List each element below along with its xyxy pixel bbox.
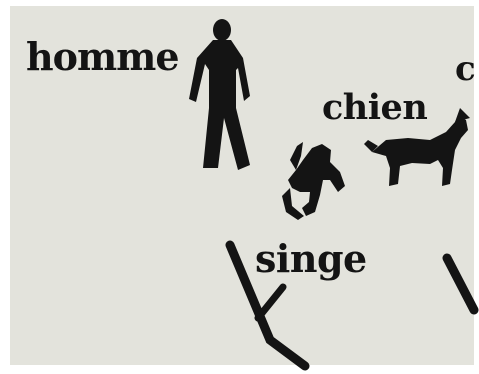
label-cut-off: c <box>455 52 476 86</box>
branch-right <box>447 258 474 310</box>
label-monkey: singe <box>255 240 367 278</box>
human-silhouette-icon <box>189 19 250 170</box>
label-human: homme <box>26 38 179 76</box>
label-dog: chien <box>322 90 427 125</box>
monkey-silhouette-icon <box>282 142 345 220</box>
branch-twig <box>258 287 283 318</box>
